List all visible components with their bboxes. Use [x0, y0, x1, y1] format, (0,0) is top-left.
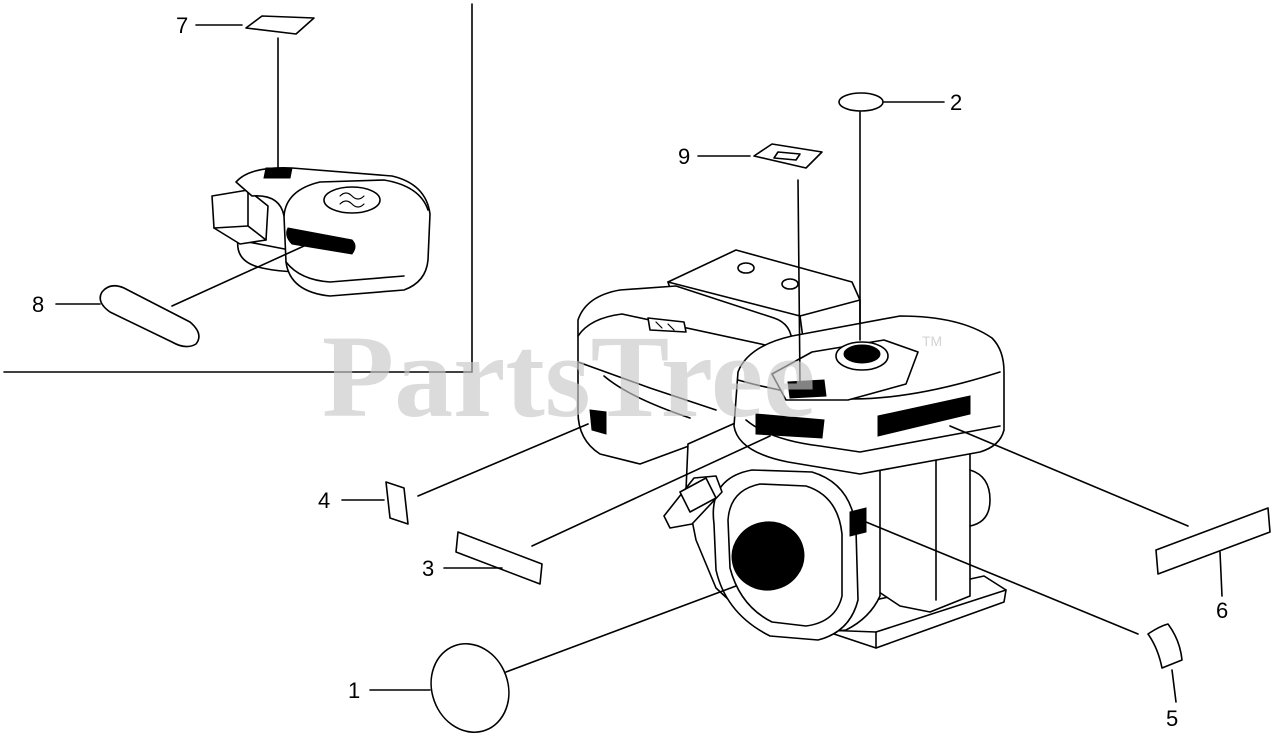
callout-5: 5	[1166, 706, 1178, 731]
part-4-small-label	[385, 481, 409, 525]
part-8-slot-label	[99, 284, 200, 348]
part-5-curved-label	[1147, 623, 1183, 669]
callout-2: 2	[950, 90, 962, 115]
engine-assembly	[577, 249, 1007, 649]
callout-3: 3	[422, 556, 434, 581]
inset-box	[3, 3, 473, 373]
part-3-rectangular-label	[455, 531, 543, 585]
callout-6: 6	[1216, 598, 1228, 623]
inset-air-cleaner	[211, 166, 431, 297]
part-7-diamond-label	[245, 15, 315, 35]
callout-1: 1	[348, 678, 360, 703]
watermark: PartsTree TM	[322, 311, 942, 442]
callout-7: 7	[176, 13, 188, 38]
callout-9: 9	[678, 144, 690, 169]
watermark-text: PartsTree	[322, 311, 816, 442]
part-6-long-label	[1155, 507, 1271, 575]
callout-8: 8	[32, 292, 44, 317]
part-2-oval-label	[838, 92, 884, 112]
part-1-round-label	[430, 642, 510, 734]
watermark-tm: TM	[922, 333, 942, 349]
callout-4: 4	[318, 488, 330, 513]
part-9-slotted-label	[753, 143, 823, 169]
leader-lines	[55, 24, 1223, 703]
